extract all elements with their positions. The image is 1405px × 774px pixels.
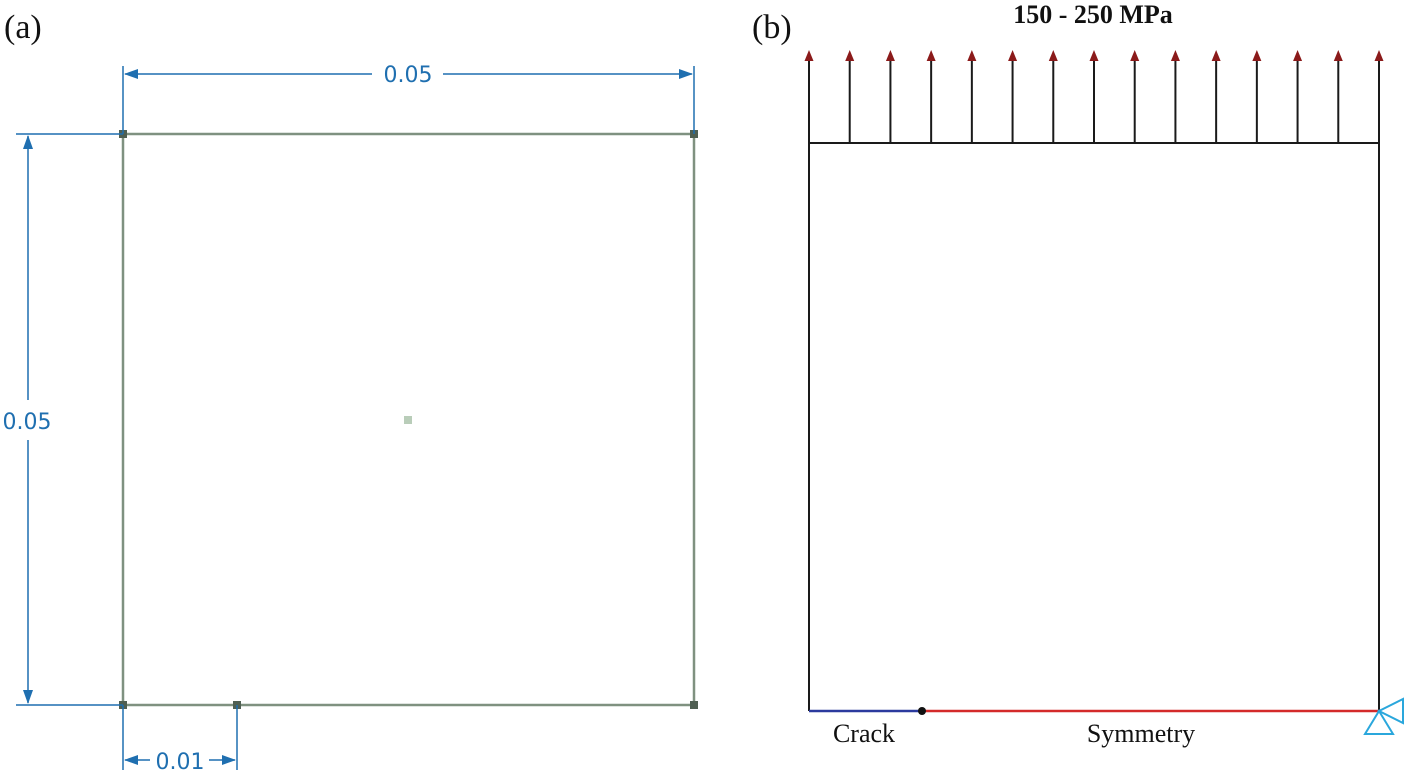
load-arrow-head <box>885 50 895 61</box>
load-arrow <box>1252 50 1262 143</box>
load-arrow <box>1211 50 1221 143</box>
load-arrow-head <box>1089 50 1099 61</box>
panel-b-label: (b) <box>752 9 792 46</box>
load-arrow <box>926 50 936 143</box>
load-arrow-head <box>804 50 814 61</box>
symmetry-label: Symmetry <box>1087 719 1195 748</box>
load-arrow-head <box>1333 50 1343 61</box>
load-arrow-head <box>1170 50 1180 61</box>
load-arrow-head <box>1252 50 1262 61</box>
crack-dimension: 0.01 <box>122 705 238 774</box>
support-triangle-right <box>1376 697 1404 725</box>
load-arrow-head <box>967 50 977 61</box>
roller-support-icon <box>1363 697 1404 735</box>
width-dim-value: 0.05 <box>384 63 433 88</box>
load-arrow-head <box>1293 50 1303 61</box>
support-triangle-bottom <box>1363 709 1395 735</box>
center-point <box>404 416 412 424</box>
crack-dim-value: 0.01 <box>156 750 205 774</box>
load-arrow <box>1089 50 1099 143</box>
geometry-square-outline <box>121 132 696 707</box>
height-dimension: 0.05 <box>3 133 123 706</box>
vertex-bottom-right <box>690 701 698 709</box>
panel-b: (b) 150 - 250 MPa Crack Symmetry <box>752 0 1404 748</box>
panel-a-label: (a) <box>4 9 42 46</box>
crack-label: Crack <box>833 719 895 748</box>
load-arrow-head <box>1130 50 1140 61</box>
load-range-label: 150 - 250 MPa <box>1013 0 1173 29</box>
load-arrow <box>885 50 895 143</box>
load-arrow-head <box>1374 50 1384 61</box>
load-arrow <box>1374 50 1384 143</box>
load-arrows <box>804 50 1384 143</box>
crack-tip-point <box>918 707 926 715</box>
load-arrow-head <box>1048 50 1058 61</box>
load-arrow-head <box>1008 50 1018 61</box>
load-arrow <box>1333 50 1343 143</box>
height-dim-value: 0.05 <box>3 410 52 435</box>
load-arrow <box>1048 50 1058 143</box>
load-arrow-head <box>926 50 936 61</box>
load-arrow-head <box>1211 50 1221 61</box>
load-arrow <box>967 50 977 143</box>
load-arrow <box>804 50 814 143</box>
load-arrow <box>1008 50 1018 143</box>
load-arrow <box>1130 50 1140 143</box>
panel-a: (a) 0.05 0.05 <box>3 9 698 774</box>
load-arrow <box>1293 50 1303 143</box>
load-arrow <box>1170 50 1180 143</box>
load-arrow <box>845 50 855 143</box>
width-dimension: 0.05 <box>122 63 695 134</box>
load-arrow-head <box>845 50 855 61</box>
